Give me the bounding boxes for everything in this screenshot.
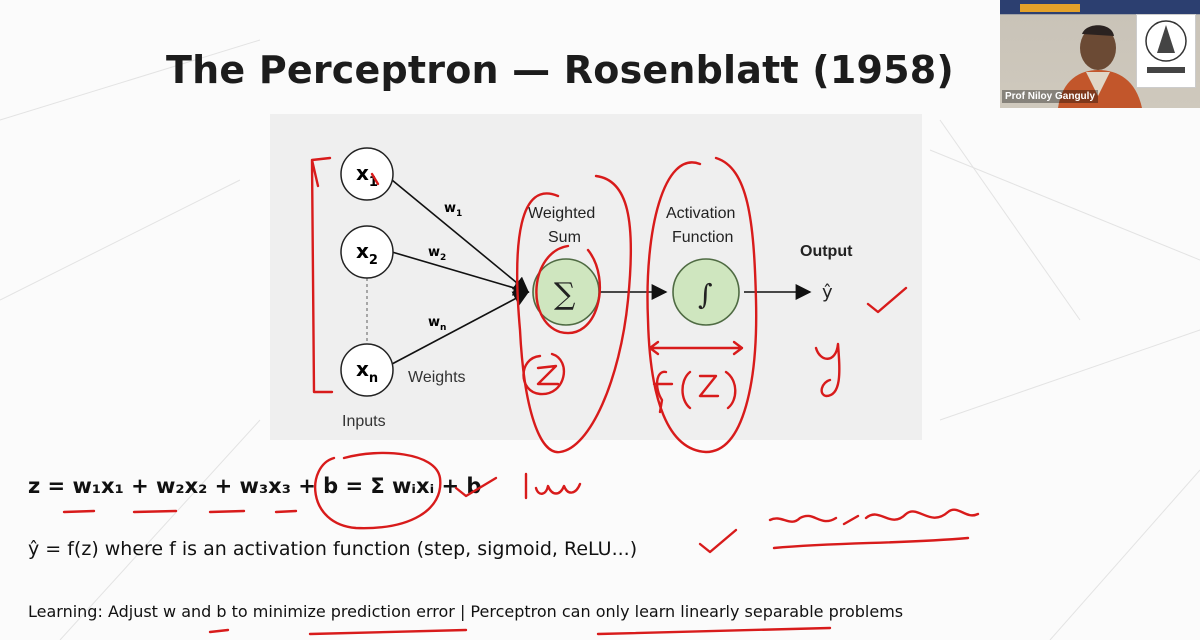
edge-x1-sum	[391, 179, 530, 294]
learning-note: Learning: Adjust w and b to minimize pre…	[28, 602, 904, 621]
sum-caption-line1: Weighted	[528, 205, 595, 222]
output-caption: Output	[800, 243, 853, 260]
presenter-figure	[1000, 0, 1200, 108]
input-node-x2	[340, 225, 394, 279]
sum-caption-line2: Sum	[548, 229, 581, 246]
slide-title: The Perceptron — Rosenblatt (1958)	[166, 48, 954, 92]
input-node-x1	[340, 147, 394, 201]
presenter-name-tag: Prof Niloy Ganguly	[1002, 90, 1099, 103]
presenter-video: Prof Niloy Ganguly	[1000, 0, 1200, 108]
equation-z: z = w₁x₁ + w₂x₂ + w₃x₃ + b = Σ wᵢxᵢ + b	[28, 474, 482, 498]
output-symbol: ŷ	[822, 282, 833, 303]
perceptron-diagram: x1 x2 xn w1 w2 wn Weights Inputs Weighte…	[340, 147, 853, 430]
edge-x2-sum	[391, 251, 530, 296]
weight-label-w2: w2	[428, 245, 446, 263]
activation-caption-line2: Function	[672, 229, 733, 246]
weight-label-wn: wn	[428, 315, 446, 333]
edge-xn-sum	[391, 291, 530, 365]
institute-logo	[1136, 14, 1196, 88]
activation-symbol: ∫	[698, 278, 713, 311]
inputs-caption: Inputs	[342, 413, 386, 430]
input-node-xn	[340, 343, 394, 397]
weights-caption: Weights	[408, 369, 466, 386]
input-label-xn: xn	[356, 357, 378, 386]
sum-symbol: ∑	[554, 277, 576, 312]
equation-yhat: ŷ = f(z) where f is an activation functi…	[28, 538, 638, 560]
input-label-x2: x2	[356, 239, 378, 268]
weight-label-w1: w1	[444, 201, 462, 219]
activation-caption-line1: Activation	[666, 205, 735, 222]
